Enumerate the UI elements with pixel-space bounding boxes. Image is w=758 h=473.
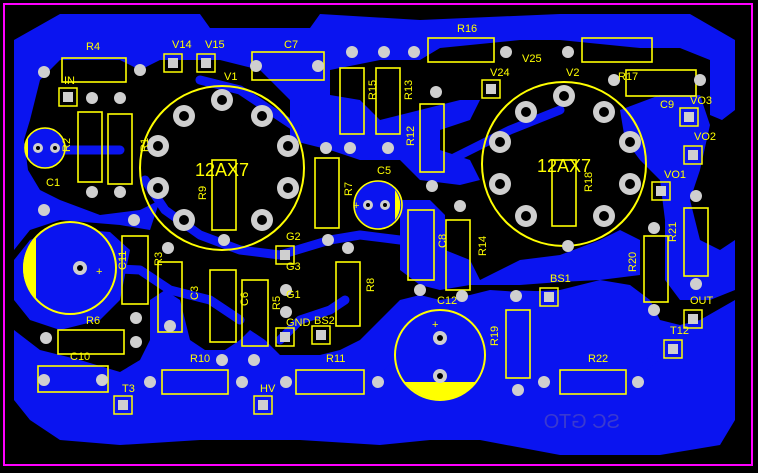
label-r4: R4 (86, 41, 100, 53)
label-v14: V14 (172, 39, 192, 51)
connector-pads (58, 53, 703, 415)
label-vo2: VO2 (694, 131, 716, 143)
label-r16: R16 (457, 23, 477, 35)
label-bs1: BS1 (550, 273, 571, 285)
label-r18: R18 (583, 172, 595, 192)
label-r1: R1 (139, 138, 151, 152)
label-r8: R8 (365, 278, 377, 292)
label-r20: R20 (627, 252, 639, 272)
cap-c1-body (24, 127, 66, 169)
label-v24: V24 (490, 67, 510, 79)
label-r6: R6 (86, 315, 100, 327)
label-r19: R19 (489, 326, 501, 346)
silkscreen-labels: R4 IN V14 V15 C7 R16 V24 V25 R17 C9 VO3 … (61, 23, 716, 395)
tube-v2-ref: V2 (566, 67, 579, 79)
cap-c5-label: C5 (377, 165, 391, 177)
cap-c11-polarity: + (96, 266, 102, 278)
label-c10: C10 (70, 351, 90, 363)
label-r7: R7 (343, 182, 355, 196)
label-out: OUT (690, 295, 714, 307)
cap-c5-body (353, 180, 403, 230)
label-gnd: GND (286, 317, 311, 329)
board-outline (3, 3, 753, 466)
label-r5: R5 (271, 296, 283, 310)
label-r3: R3 (153, 252, 165, 266)
label-v25: V25 (522, 53, 542, 65)
cap-c12-polarity: + (432, 319, 438, 331)
label-vo3: VO3 (690, 95, 712, 107)
tube-v2-value: 12AX7 (537, 156, 591, 176)
label-c9: C9 (660, 99, 674, 111)
cap-c11-body (23, 221, 117, 315)
label-r10: R10 (190, 353, 210, 365)
label-r17: R17 (618, 71, 638, 83)
label-t3: T3 (122, 383, 135, 395)
label-r15: R15 (367, 80, 379, 100)
label-hv: HV (260, 383, 276, 395)
tube-v1-socket (139, 85, 305, 251)
label-g1: G1 (286, 289, 301, 301)
label-c7: C7 (284, 39, 298, 51)
label-g3: G3 (286, 261, 301, 273)
label-r22: R22 (588, 353, 608, 365)
mirrored-board-text: SC GTO (544, 411, 620, 433)
cap-c1-label: C1 (46, 177, 60, 189)
label-r14: R14 (477, 236, 489, 256)
label-r12: R12 (405, 126, 417, 146)
label-r13: R13 (403, 80, 415, 100)
label-c3: C3 (189, 286, 201, 300)
round-pads (38, 46, 706, 396)
cap-c12-body (394, 309, 486, 401)
label-vo1: VO1 (664, 169, 686, 181)
label-c11: C11 (117, 251, 129, 270)
tube-v1-value: 12AX7 (195, 160, 249, 180)
label-r9: R9 (197, 186, 209, 200)
label-r21: R21 (667, 222, 679, 242)
label-g2: G2 (286, 231, 301, 243)
label-t12: T12 (670, 325, 689, 337)
label-in: IN (64, 75, 75, 87)
label-c8: C8 (437, 234, 449, 248)
label-c6: C6 (239, 292, 251, 306)
label-r2: R2 (61, 138, 73, 152)
label-bs2: BS2 (314, 315, 335, 327)
label-r11: R11 (326, 353, 345, 365)
cap-c12-label: C12 (437, 295, 457, 307)
cap-c5-polarity: + (353, 200, 359, 212)
tube-v1-ref: V1 (224, 71, 237, 83)
label-v15: V15 (205, 39, 225, 51)
